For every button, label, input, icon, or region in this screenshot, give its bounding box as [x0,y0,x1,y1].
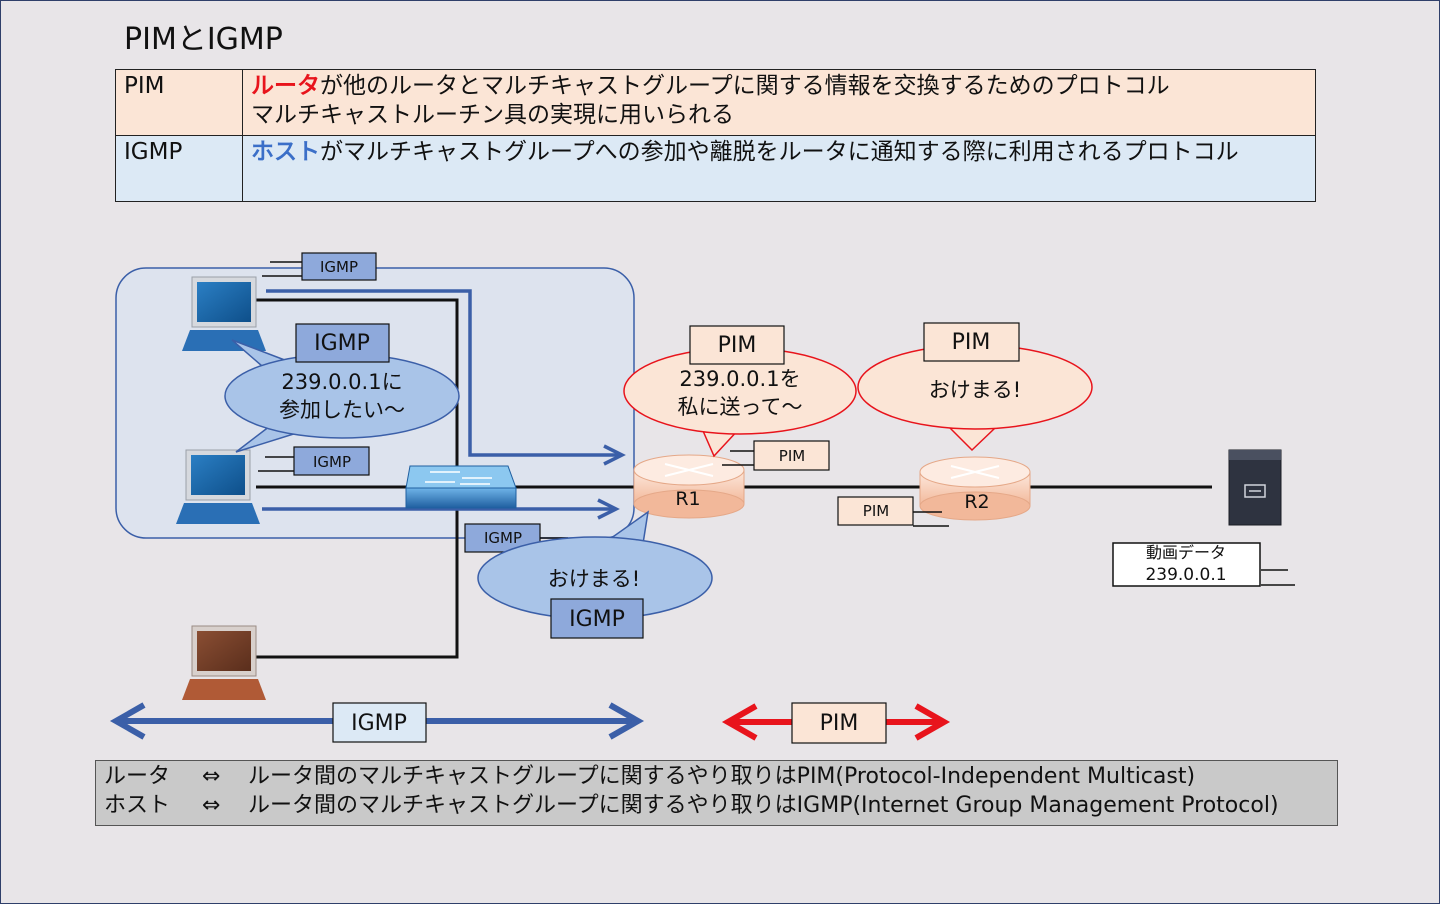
definition-line1: がマルチキャストグループへの参加や離脱をルータに通知する際に利用されるプロトコル [320,139,1239,165]
speech-bubble-reply: IGMP おけまる! [477,510,713,639]
igmp-flow-arrow [266,289,620,457]
speech-bubble-r1: PIM 239.0.0.1を 私に送って〜 [623,325,857,458]
definition-row-igmp: IGMP ホストがマルチキャストグループへの参加や離脱をルータに通知する際に利用… [115,135,1316,202]
summary-line: ホスト ⇔ ルータ間のマルチキャストグループに関するやり取りはIGMP(Intern… [104,791,1337,820]
router-icon [919,456,1031,521]
definition-line1: が他のルータとマルチキャストグループに関する情報を交換するためのプロトコル [320,73,1170,99]
definition-row-pim: PIM ルータが他のルータとマルチキャストグループに関する情報を交換するためのプ… [115,69,1316,136]
server-label-line1: 動画データ [1146,543,1226,562]
router-icon [633,454,745,519]
tag-lines [1261,569,1295,586]
bubble-tag: PIM [718,333,757,358]
laptop-icon [176,449,260,524]
laptop-icon [182,276,266,351]
definition-text: ホストがマルチキャストグループへの参加や離脱をルータに通知する際に利用されるプロ… [242,135,1316,202]
igmp-range-arrow: IGMP [109,702,645,743]
message-tag: IGMP [258,446,370,476]
message-tag-label: IGMP [484,529,522,547]
definition-term: IGMP [115,135,243,202]
server-label-box [1112,542,1261,587]
igmp-range-label: IGMP [351,711,407,736]
switch-icon [405,465,517,509]
summary-text: ルータ間のマルチキャストグループに関するやり取りはIGMP(Internet G… [248,793,1279,818]
summary-term: ルータ [104,764,171,789]
bubble-tag: IGMP [569,607,625,632]
summary-box: ルータ ⇔ ルータ間のマルチキャストグループに関するやり取りはPIM(Protoco… [95,760,1338,826]
bubble-text: おけまる! [929,378,1021,402]
bubble-line2: 参加したい〜 [279,398,405,422]
router-label-r2: R2 [964,491,989,513]
definition-highlight: ホスト [251,139,320,165]
message-tag: IGMP [262,252,377,281]
server-label-line2: 239.0.0.1 [1145,565,1226,585]
bubble-line1: 239.0.0.1を [679,367,800,391]
definition-term: PIM [115,69,243,136]
definition-line2: マルチキャストルーチン具の実現に用いられる [251,102,734,128]
bubble-tag: IGMP [314,331,370,356]
message-tag: PIM [722,440,830,471]
definition-table: PIM ルータが他のルータとマルチキャストグループに関する情報を交換するためのプ… [115,69,1316,202]
laptop-icon [182,625,266,700]
definition-highlight: ルータ [251,73,320,99]
message-tag-label: PIM [779,447,805,465]
definition-text: ルータが他のルータとマルチキャストグループに関する情報を交換するためのプロトコル… [242,69,1316,136]
message-tag-label: PIM [863,502,889,520]
igmp-flow-arrows [262,289,626,520]
server-icon [1228,449,1282,526]
bubble-tag: PIM [952,330,991,355]
bubble-text: おけまる! [548,567,640,591]
bubble-line1: 239.0.0.1に [281,370,402,394]
router-label-r1: R1 [675,488,700,510]
bubble-line2: 私に送って〜 [678,395,803,419]
summary-text: ルータ間のマルチキャストグループに関するやり取りはPIM(Protocol-In… [248,764,1196,789]
pim-range-arrow: PIM [721,702,951,744]
summary-term: ホスト [104,793,171,818]
speech-bubble-r2: PIM おけまる! [857,322,1093,452]
pim-range-label: PIM [820,711,859,736]
arrow-head [603,444,626,466]
arrow-head [597,498,620,520]
message-tag-label: IGMP [320,258,358,276]
summary-arrow: ⇔ [202,764,221,789]
page-title: PIMとIGMP [124,22,283,57]
message-tag-label: IGMP [313,453,351,471]
speech-bubble-host: IGMP 239.0.0.1に 参加したい〜 [224,323,460,453]
summary-line: ルータ ⇔ ルータ間のマルチキャストグループに関するやり取りはPIM(Protoco… [104,762,1337,791]
message-tag: PIM [837,496,949,527]
summary-arrow: ⇔ [202,793,221,818]
